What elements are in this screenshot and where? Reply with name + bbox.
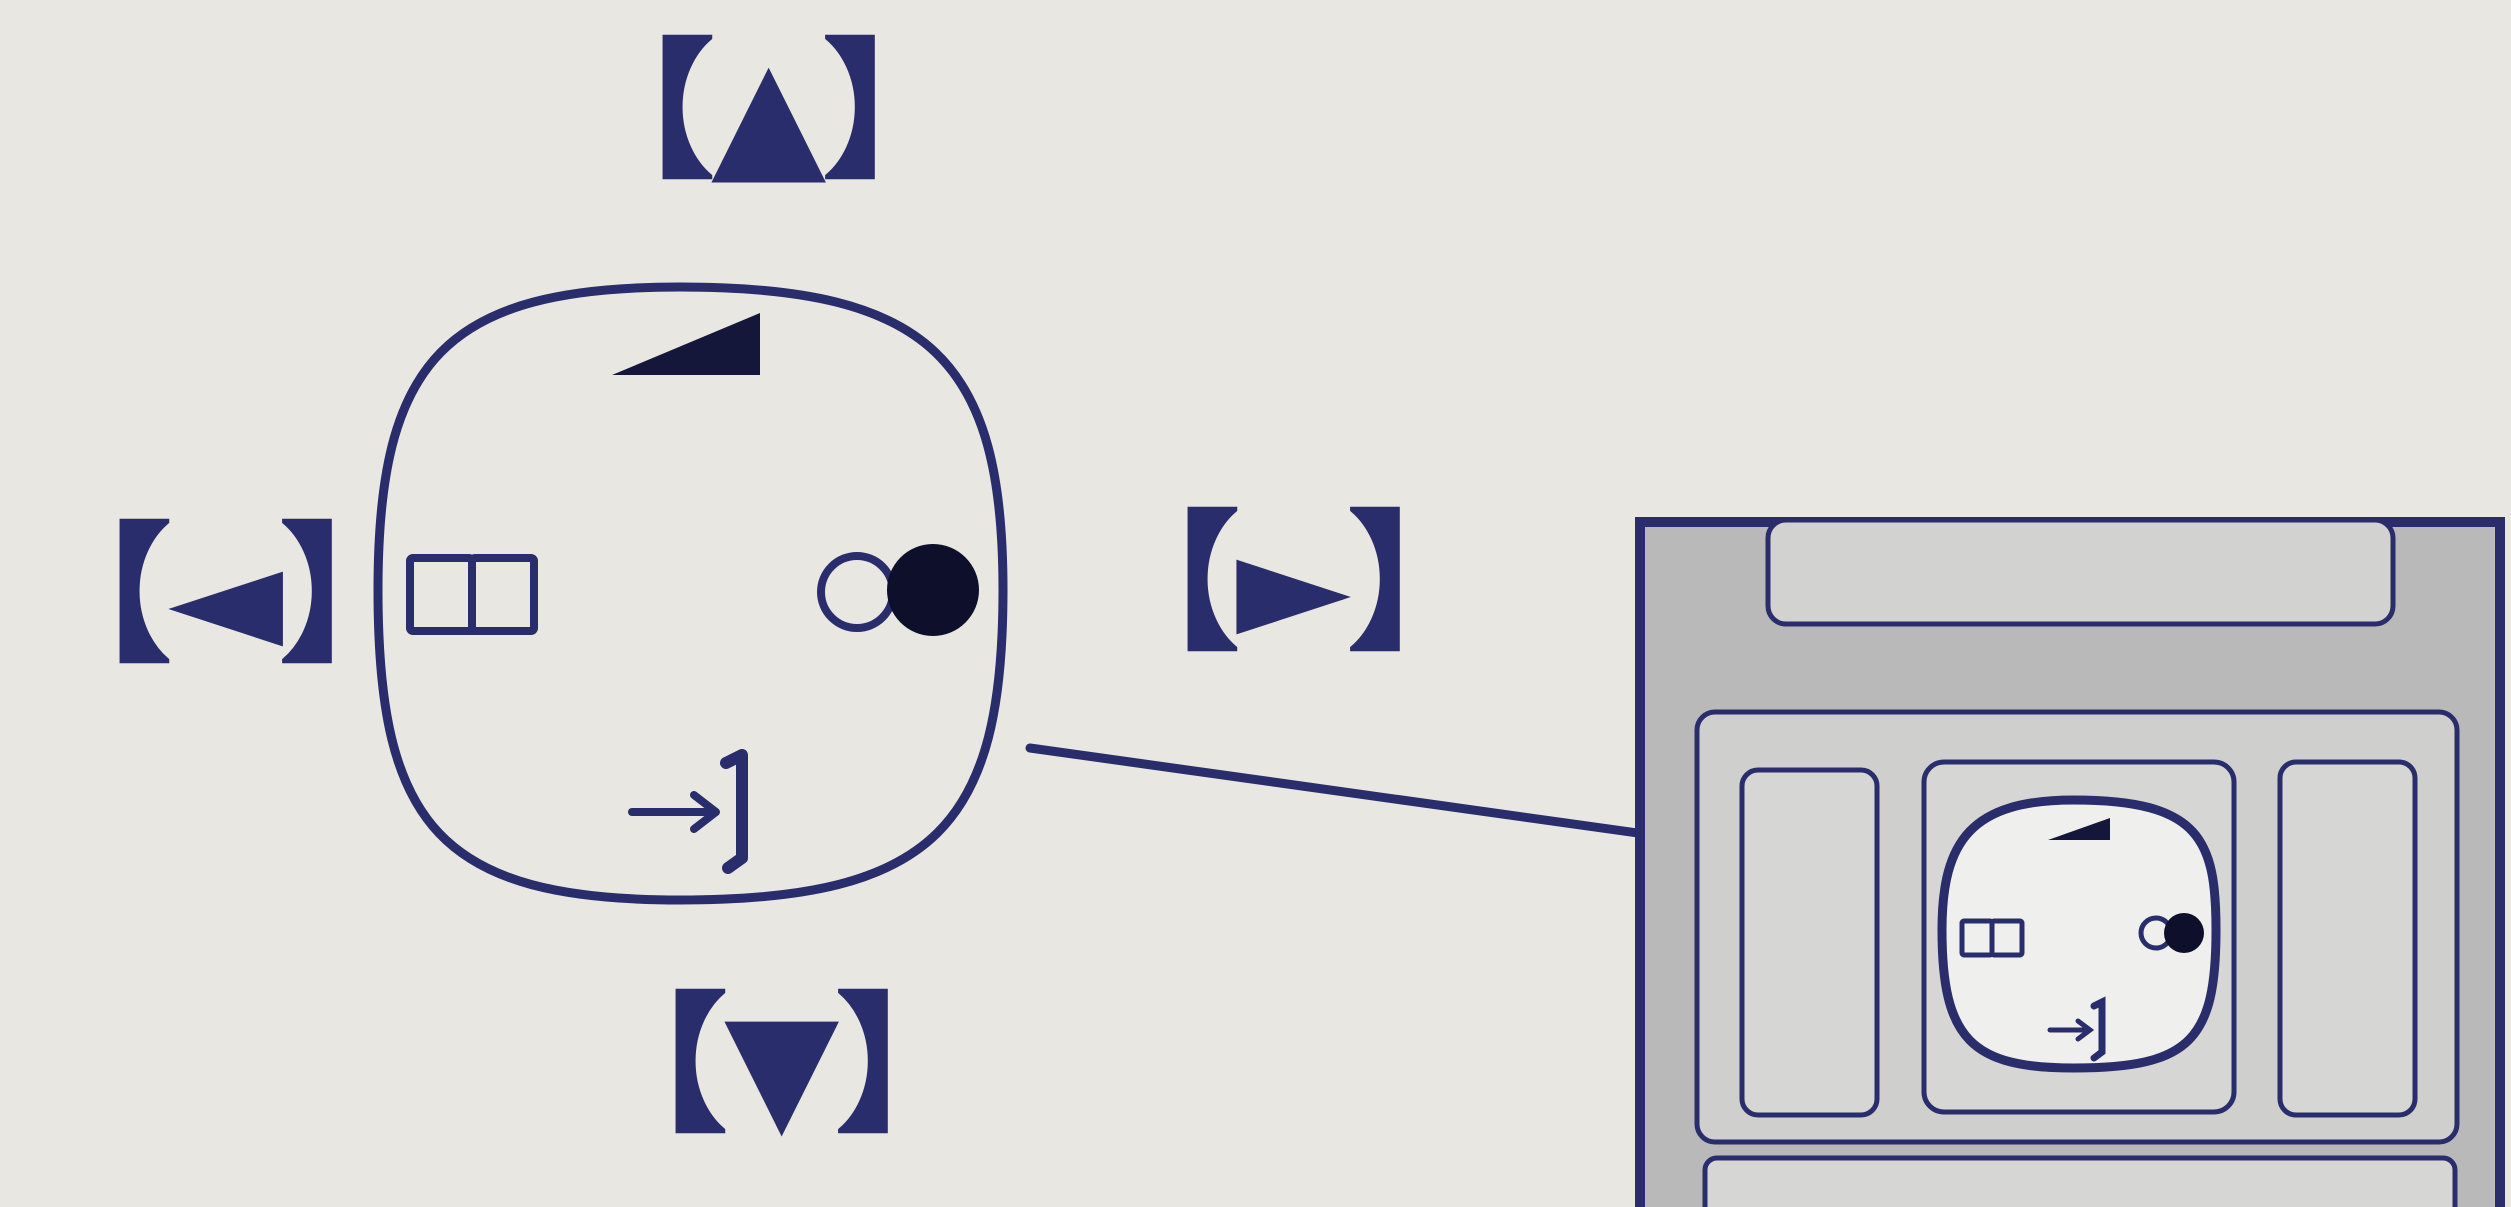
- phonebook-icon: [410, 558, 534, 635]
- down-key-label: 【▼】: [578, 992, 981, 1142]
- volume-icon: [612, 313, 760, 375]
- phone-left-softkey: [1742, 770, 1877, 1115]
- right-key-label: 【►】: [1090, 510, 1493, 660]
- phone-display: [1768, 520, 2393, 624]
- transfer-icon: [632, 755, 742, 868]
- phone-detail: [1640, 520, 2500, 1207]
- nav-key-small: [1942, 800, 2216, 1068]
- conference-icon: [821, 544, 979, 636]
- phone-bottom-row: [1705, 1158, 2455, 1207]
- nav-key-large: [378, 287, 1003, 900]
- up-key-label: 【▲】: [565, 38, 968, 188]
- left-key-label: 【◄】: [22, 522, 425, 672]
- phone-right-softkey: [2280, 762, 2415, 1115]
